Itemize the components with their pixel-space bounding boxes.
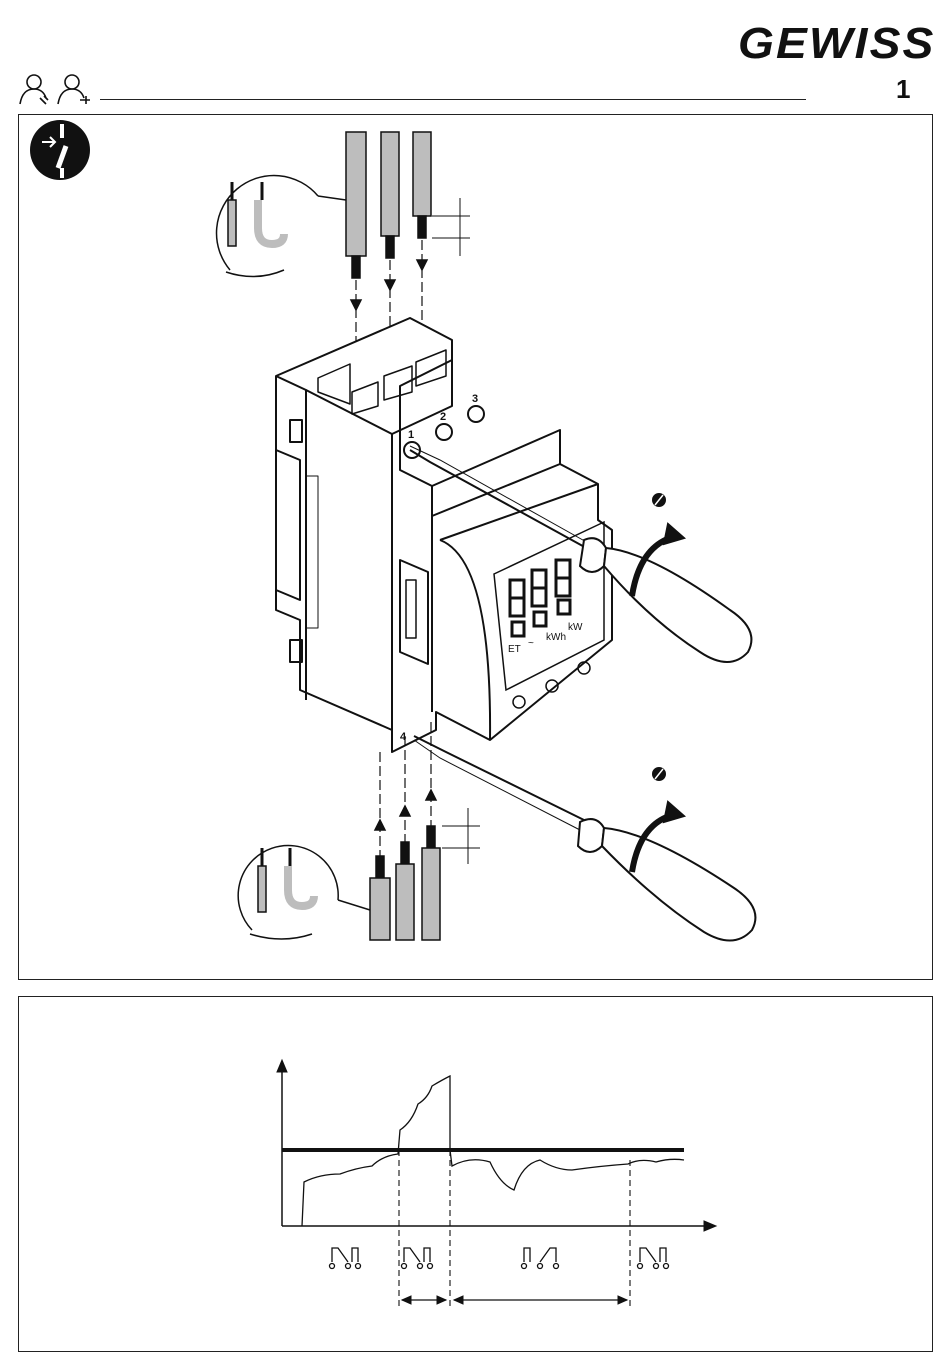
bottom-wires <box>370 722 480 940</box>
terminal-label-4: 4 <box>400 731 407 743</box>
terminal-label-3: 3 <box>472 393 478 405</box>
unit-et: ET <box>508 644 521 655</box>
screwdriver-icon <box>414 736 755 941</box>
unit-kwh: kWh <box>546 632 566 643</box>
terminal-label-1: 1 <box>408 429 414 441</box>
wire-strip-detail-top <box>217 176 346 277</box>
wire-strip-detail-bottom <box>238 846 370 939</box>
unit-ac: ~ <box>528 638 534 649</box>
graph-panel <box>18 996 933 1352</box>
unit-kw: kW <box>568 622 583 633</box>
power-off-icon <box>30 120 90 180</box>
terminal-label-2: 2 <box>440 411 446 423</box>
